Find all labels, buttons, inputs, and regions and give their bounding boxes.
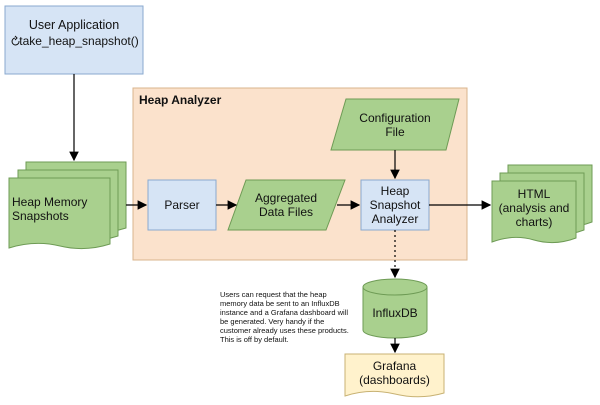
aggregated-files-label: Aggregated Data Files — [254, 191, 318, 219]
heap-snapshots-label: Heap Memory Snapshots — [12, 195, 88, 223]
aggregated-files-shape — [227, 179, 346, 231]
heap-analyzer-title: Heap Analyzer — [139, 93, 222, 107]
take-heap-snapshot-call: take_heap_snapshot() — [19, 34, 139, 48]
refresh-icon — [11, 35, 20, 46]
heap-snapshots-stack — [8, 161, 127, 250]
grafana-label: Grafana (dashboards) — [359, 359, 430, 387]
user-application-title: User Application — [28, 18, 120, 32]
grafana-document — [344, 353, 445, 398]
influxdb-note: Users can request that the heap memory d… — [220, 290, 349, 344]
configuration-file-shape — [330, 98, 460, 151]
influxdb-label: InfluxDB — [372, 306, 418, 320]
html-output-stack — [491, 164, 593, 244]
parser-label: Parser — [164, 198, 200, 212]
snapshot-analyzer-label: Heap Snapshot Analyzer — [369, 184, 421, 226]
user-application-box — [4, 5, 144, 75]
configuration-file-label: Configuration File — [359, 111, 431, 139]
html-output-label: HTML (analysis and charts) — [498, 187, 570, 229]
